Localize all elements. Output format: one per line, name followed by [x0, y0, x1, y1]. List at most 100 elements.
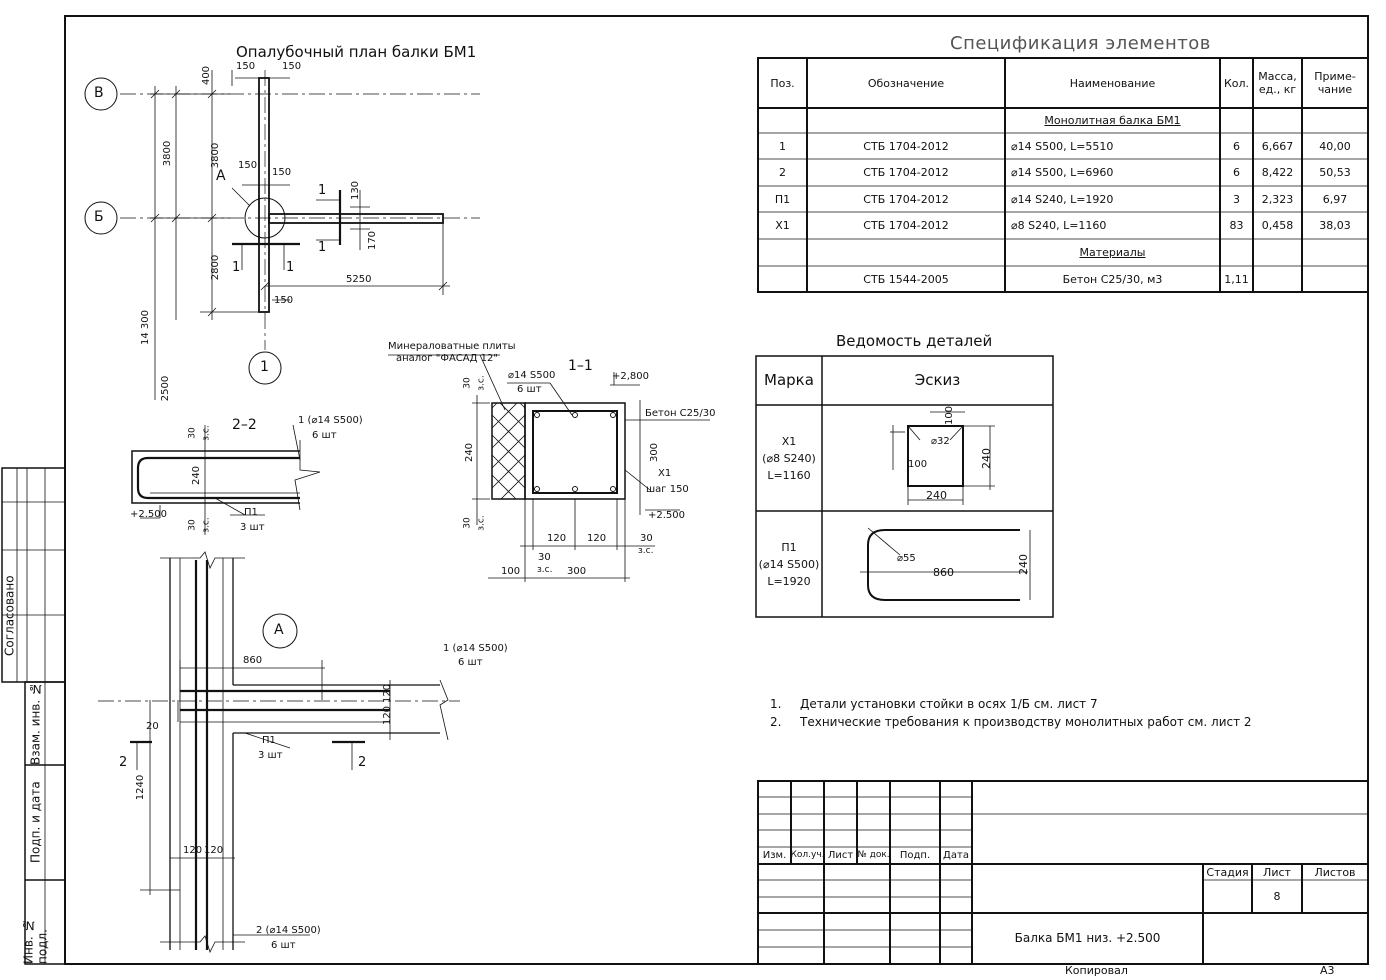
note-text: Технические требования к производству мо…	[800, 715, 1252, 729]
section-1-1-title: 1–1	[568, 358, 593, 374]
spec-header-pos: Поз.	[770, 76, 795, 90]
stamp-podp-data: Подп. и дата	[28, 781, 43, 864]
spec-cell: 6	[1233, 166, 1240, 179]
stirrup-label: Х1	[658, 468, 672, 479]
cut-1-left: 1	[232, 260, 241, 275]
tb-listov: Листов	[1314, 865, 1356, 879]
details-p1-spec: (⌀14 S500)	[758, 558, 820, 571]
spec-cell: СТБ 1704-2012	[863, 139, 949, 153]
dim-400: 400	[201, 65, 213, 86]
spec-header-note: Приме- чание	[1314, 70, 1356, 96]
dim-100-11: 100	[501, 566, 521, 577]
details-title: Ведомость деталей	[836, 332, 993, 350]
note-number: 1.	[770, 697, 782, 711]
dim-3800a: 3800	[162, 140, 174, 167]
tb-izm: Изм.	[762, 850, 787, 861]
details-x1-mark-block: Х1 (⌀8 S240) L=1160	[756, 433, 822, 484]
stamp-soglasovano: Согласовано	[2, 575, 17, 657]
spec-header-qty: Кол.	[1223, 76, 1250, 90]
dim-14300: 14 300	[140, 310, 151, 345]
tb-list-header: Лист	[1263, 865, 1291, 879]
node-a-rebar1: 1 (⌀14 S500)	[443, 643, 508, 654]
spec-cell: 6	[1233, 139, 1240, 153]
spec-cell: 2	[779, 166, 786, 179]
note-item: 1. Детали установки стойки в осях 1/Б см.…	[770, 695, 1252, 713]
dim-150d: 150	[272, 167, 292, 178]
note-item: 2.Технические требования к производству …	[770, 713, 1252, 731]
section-1-1	[388, 354, 710, 582]
tb-stadia: Стадия	[1206, 865, 1249, 879]
formwork-plan	[84, 70, 480, 400]
spec-cell: ⌀14 S500, L=6960	[1011, 166, 1114, 179]
dim-150b: 150	[282, 61, 302, 72]
spec-cell: 2,323	[1261, 192, 1294, 206]
zs-d-11: з.с.	[638, 546, 654, 556]
node-a-rebar2-qty: 6 шт	[271, 940, 296, 951]
note-text: Детали установки стойки в осях 1/Б см. л…	[800, 697, 1098, 711]
node-a-title: А	[274, 622, 284, 638]
spec-cell: 83	[1229, 219, 1244, 232]
dim-30b-22: 30	[187, 519, 198, 531]
concrete-label: Бетон С25/30	[645, 408, 716, 419]
p1-dim-860: 860	[933, 566, 954, 579]
dim-30d-11: 30	[640, 533, 653, 544]
dim-3800b: 3800	[210, 142, 222, 169]
section-2-2-title: 2–2	[232, 417, 257, 433]
dim-5250: 5250	[346, 274, 372, 285]
spec-cell: 6,667	[1261, 139, 1294, 153]
tb-format: А3	[1320, 964, 1335, 977]
dim-150a: 150	[236, 61, 256, 72]
spec-cell: П1	[774, 192, 791, 206]
zs-c-11: з.с.	[537, 565, 553, 575]
details-table-grid	[755, 355, 1054, 618]
details-x1-spec: (⌀8 S240)	[762, 452, 816, 465]
axis-bubble-b	[84, 201, 118, 235]
node-a-dim-120b: 120	[382, 705, 394, 726]
tb-list: Лист	[827, 850, 854, 861]
spec-group-beam: Монолитная балка БМ1	[1044, 114, 1181, 127]
axis-label-1: 1	[260, 359, 269, 375]
spec-header-designation: Обозначение	[867, 76, 945, 90]
node-a-dim-120a: 120	[382, 683, 394, 704]
node-a-mark: П1	[262, 735, 276, 746]
plan-title: Опалубочный план балки БМ1	[236, 43, 477, 61]
dim-150e: 150	[274, 295, 294, 306]
tb-list-number: 8	[1273, 890, 1281, 903]
level-top: +2,800	[612, 371, 650, 382]
rebar-22-qty: 6 шт	[312, 430, 337, 441]
spec-header-name: Наименование	[1069, 76, 1156, 90]
x1-dim-d32: ⌀32	[931, 436, 950, 447]
section-2-2	[131, 424, 321, 535]
mark-22: П1	[244, 507, 258, 518]
spec-cell: 0,458	[1261, 219, 1294, 232]
details-p1-len: L=1920	[767, 575, 811, 588]
node-a-dim-120d: 120	[204, 845, 224, 856]
spec-cell: 50,53	[1319, 166, 1351, 179]
cut-2-left: 2	[119, 755, 128, 770]
spec-cell: 3	[1233, 192, 1240, 206]
node-a-mark-qty: 3 шт	[258, 750, 283, 761]
axis-bubble-v	[84, 77, 118, 111]
spec-cell: СТБ 1704-2012	[863, 166, 949, 179]
rebar-22-label: 1 (⌀14 S500)	[298, 415, 363, 426]
tb-data: Дата	[943, 850, 969, 861]
cut-1-bottom: 1	[318, 240, 327, 255]
x1-dim-100b: 100	[908, 459, 928, 470]
details-header-sketch: Эскиз	[914, 371, 961, 389]
tb-podp: Подп.	[899, 850, 931, 861]
insulation-note-2: аналог "ФАСАД 12"	[396, 353, 498, 364]
spec-group-materials: Материалы	[1079, 246, 1146, 259]
spec-header-mass: Масса, ед., кг	[1258, 70, 1297, 96]
dim-170: 170	[367, 230, 379, 251]
node-a-rebar1-qty: 6 шт	[458, 657, 483, 668]
axis-label-v: В	[94, 85, 104, 101]
spec-cell: 40,00	[1319, 139, 1351, 153]
dim-120b-11: 120	[587, 533, 607, 544]
spec-cell: 8,422	[1261, 166, 1294, 179]
dim-130: 130	[350, 180, 362, 201]
mark-22-qty: 3 шт	[240, 522, 265, 533]
dim-30a-22: 30	[187, 427, 198, 439]
spec-cell: ⌀14 S240, L=1920	[1011, 192, 1114, 206]
spec-cell: СТБ 1544-2005	[863, 272, 949, 286]
insulation-note-1: Минераловатные плиты	[388, 341, 516, 352]
